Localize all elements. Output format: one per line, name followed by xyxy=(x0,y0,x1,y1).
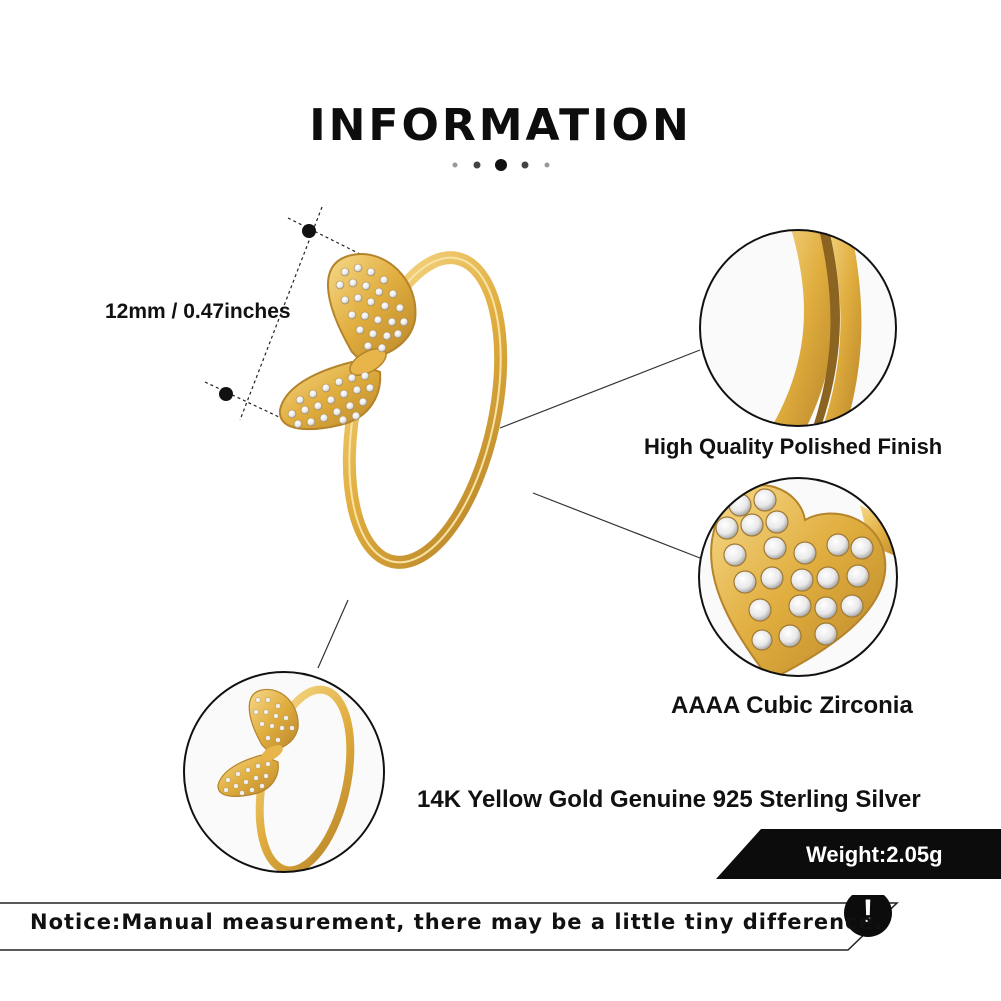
notice-text: Notice:Manual measurement, there may be … xyxy=(30,910,883,934)
page-title: INFORMATION xyxy=(309,100,692,151)
weight-label: Weight:2.05g xyxy=(806,842,943,867)
dot xyxy=(544,162,550,168)
measure-dot-top xyxy=(302,224,316,238)
stones-label: AAAA Cubic Zirconia xyxy=(671,692,913,719)
callout-lines xyxy=(317,349,701,669)
dot xyxy=(473,161,481,169)
dot-active xyxy=(495,159,507,171)
zoom-polished-finish xyxy=(699,229,897,427)
measurement-label: 12mm / 0.47inches xyxy=(105,300,291,323)
dot xyxy=(452,162,458,168)
alert-icon-glyph: ! xyxy=(862,893,874,929)
measure-dot-bottom xyxy=(219,387,233,401)
weight-banner xyxy=(716,829,1001,879)
main-ring-image xyxy=(278,251,508,569)
zoom-full-ring xyxy=(183,671,385,873)
pagination-dots xyxy=(452,159,550,171)
material-label: 14K Yellow Gold Genuine 925 Sterling Sil… xyxy=(417,786,921,813)
dot xyxy=(521,161,529,169)
notice-bar xyxy=(0,895,899,951)
alert-icon xyxy=(844,895,892,937)
finish-label: High Quality Polished Finish xyxy=(644,434,943,459)
zoom-cubic-zirconia xyxy=(698,477,898,677)
